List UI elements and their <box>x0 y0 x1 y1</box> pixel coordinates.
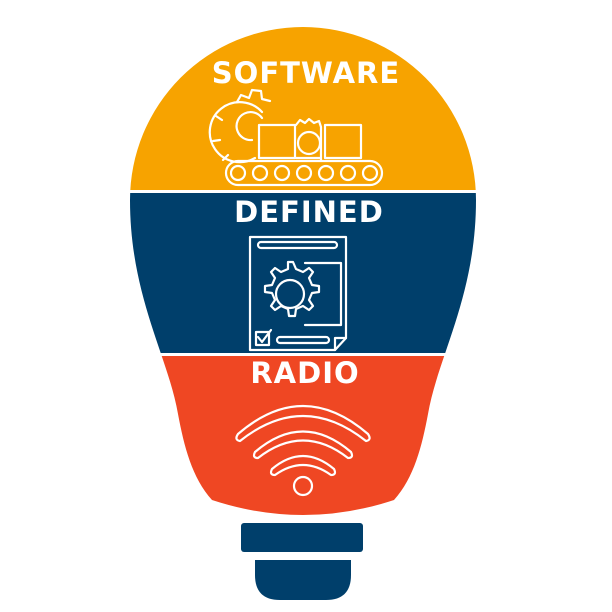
bulb-base-ring <box>241 523 363 552</box>
word-software: SOFTWARE <box>212 56 400 90</box>
word-radio: RADIO <box>250 356 359 390</box>
conveyor-rollers <box>229 164 379 182</box>
word-defined: DEFINED <box>234 195 384 229</box>
settings-document-icon <box>248 235 348 352</box>
wifi-signal-icon <box>235 405 371 497</box>
conveyor-gears-icon <box>208 88 384 187</box>
bulb-base-cap <box>255 560 351 600</box>
